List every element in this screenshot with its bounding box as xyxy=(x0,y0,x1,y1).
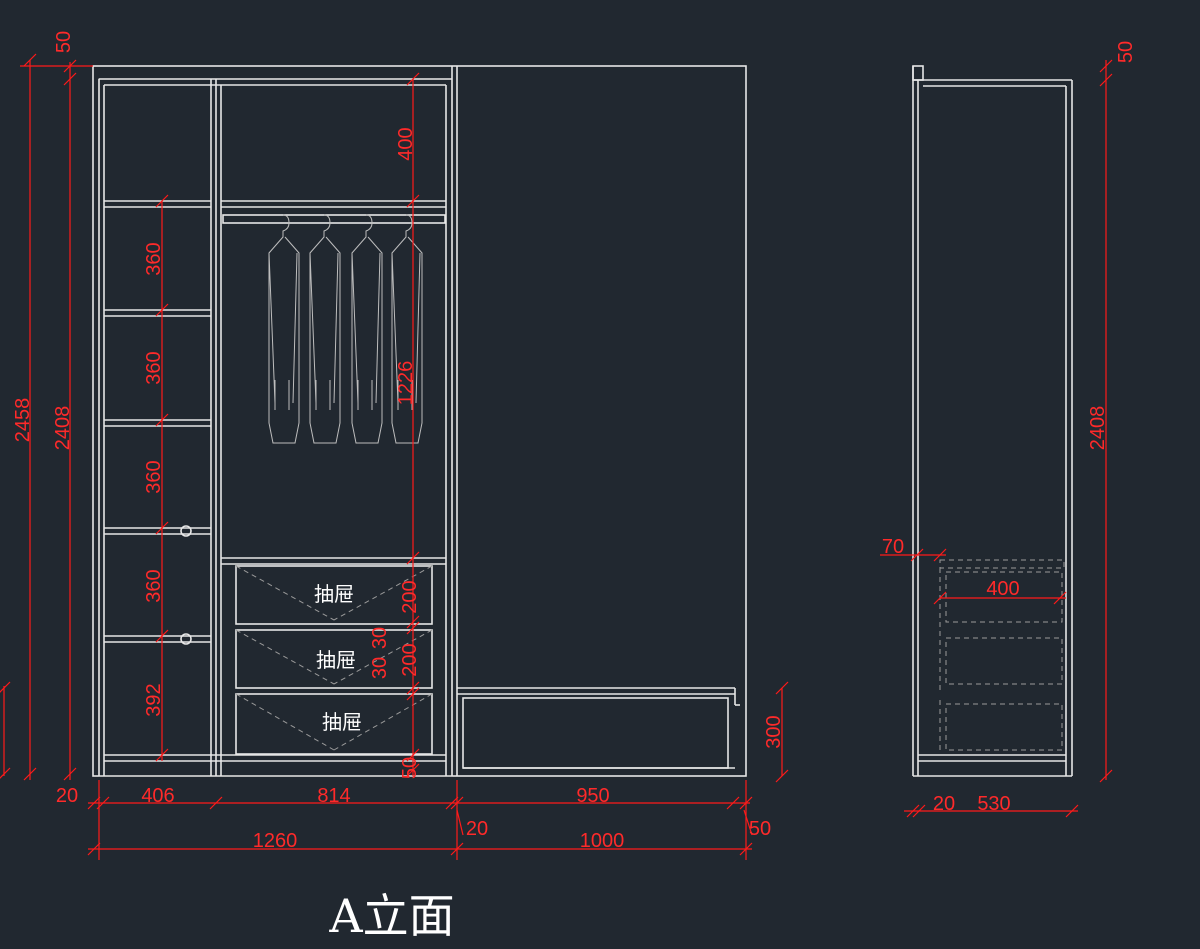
svg-text:392: 392 xyxy=(143,683,165,716)
drawer-label-1: 抽屉 xyxy=(314,582,354,606)
drawer-label-2: 抽屉 xyxy=(316,648,356,672)
svg-text:30: 30 xyxy=(369,657,391,679)
drawer-label-3: 抽屉 xyxy=(322,710,362,734)
svg-text:1226: 1226 xyxy=(395,361,417,406)
svg-text:2458: 2458 xyxy=(12,398,34,443)
svg-text:400: 400 xyxy=(395,127,417,160)
svg-text:1000: 1000 xyxy=(580,830,625,852)
svg-text:20: 20 xyxy=(466,818,488,840)
svg-text:360: 360 xyxy=(143,569,165,602)
drawing-title: A立面 xyxy=(328,889,454,943)
svg-text:530: 530 xyxy=(977,793,1010,815)
front-elevation xyxy=(92,65,747,777)
svg-text:50: 50 xyxy=(1115,41,1137,63)
svg-text:400: 400 xyxy=(986,578,1019,600)
svg-text:20: 20 xyxy=(56,785,78,807)
svg-text:360: 360 xyxy=(143,351,165,384)
svg-text:50: 50 xyxy=(749,818,771,840)
svg-text:950: 950 xyxy=(576,785,609,807)
svg-text:20: 20 xyxy=(933,793,955,815)
svg-text:300: 300 xyxy=(763,715,785,748)
side-dimension-lines xyxy=(880,59,1113,818)
side-dimension-labels: 50 2408 70 400 20 530 xyxy=(882,41,1137,815)
svg-text:50: 50 xyxy=(399,757,421,779)
svg-text:2408: 2408 xyxy=(52,406,74,451)
front-dimension-lines xyxy=(0,53,789,860)
svg-text:2408: 2408 xyxy=(1087,406,1109,451)
clothes-hanging-icon xyxy=(268,214,423,444)
svg-text:200: 200 xyxy=(399,643,421,676)
front-dimension-labels: 2458 2408 50 360 360 360 360 392 400 122… xyxy=(12,31,785,852)
svg-text:360: 360 xyxy=(143,242,165,275)
svg-text:406: 406 xyxy=(141,785,174,807)
svg-text:1260: 1260 xyxy=(253,830,298,852)
svg-text:200: 200 xyxy=(399,580,421,613)
svg-text:814: 814 xyxy=(317,785,350,807)
svg-text:70: 70 xyxy=(882,536,904,558)
side-elevation xyxy=(912,65,1073,777)
svg-text:30: 30 xyxy=(369,627,391,649)
svg-text:360: 360 xyxy=(143,460,165,493)
svg-text:50: 50 xyxy=(53,31,75,53)
